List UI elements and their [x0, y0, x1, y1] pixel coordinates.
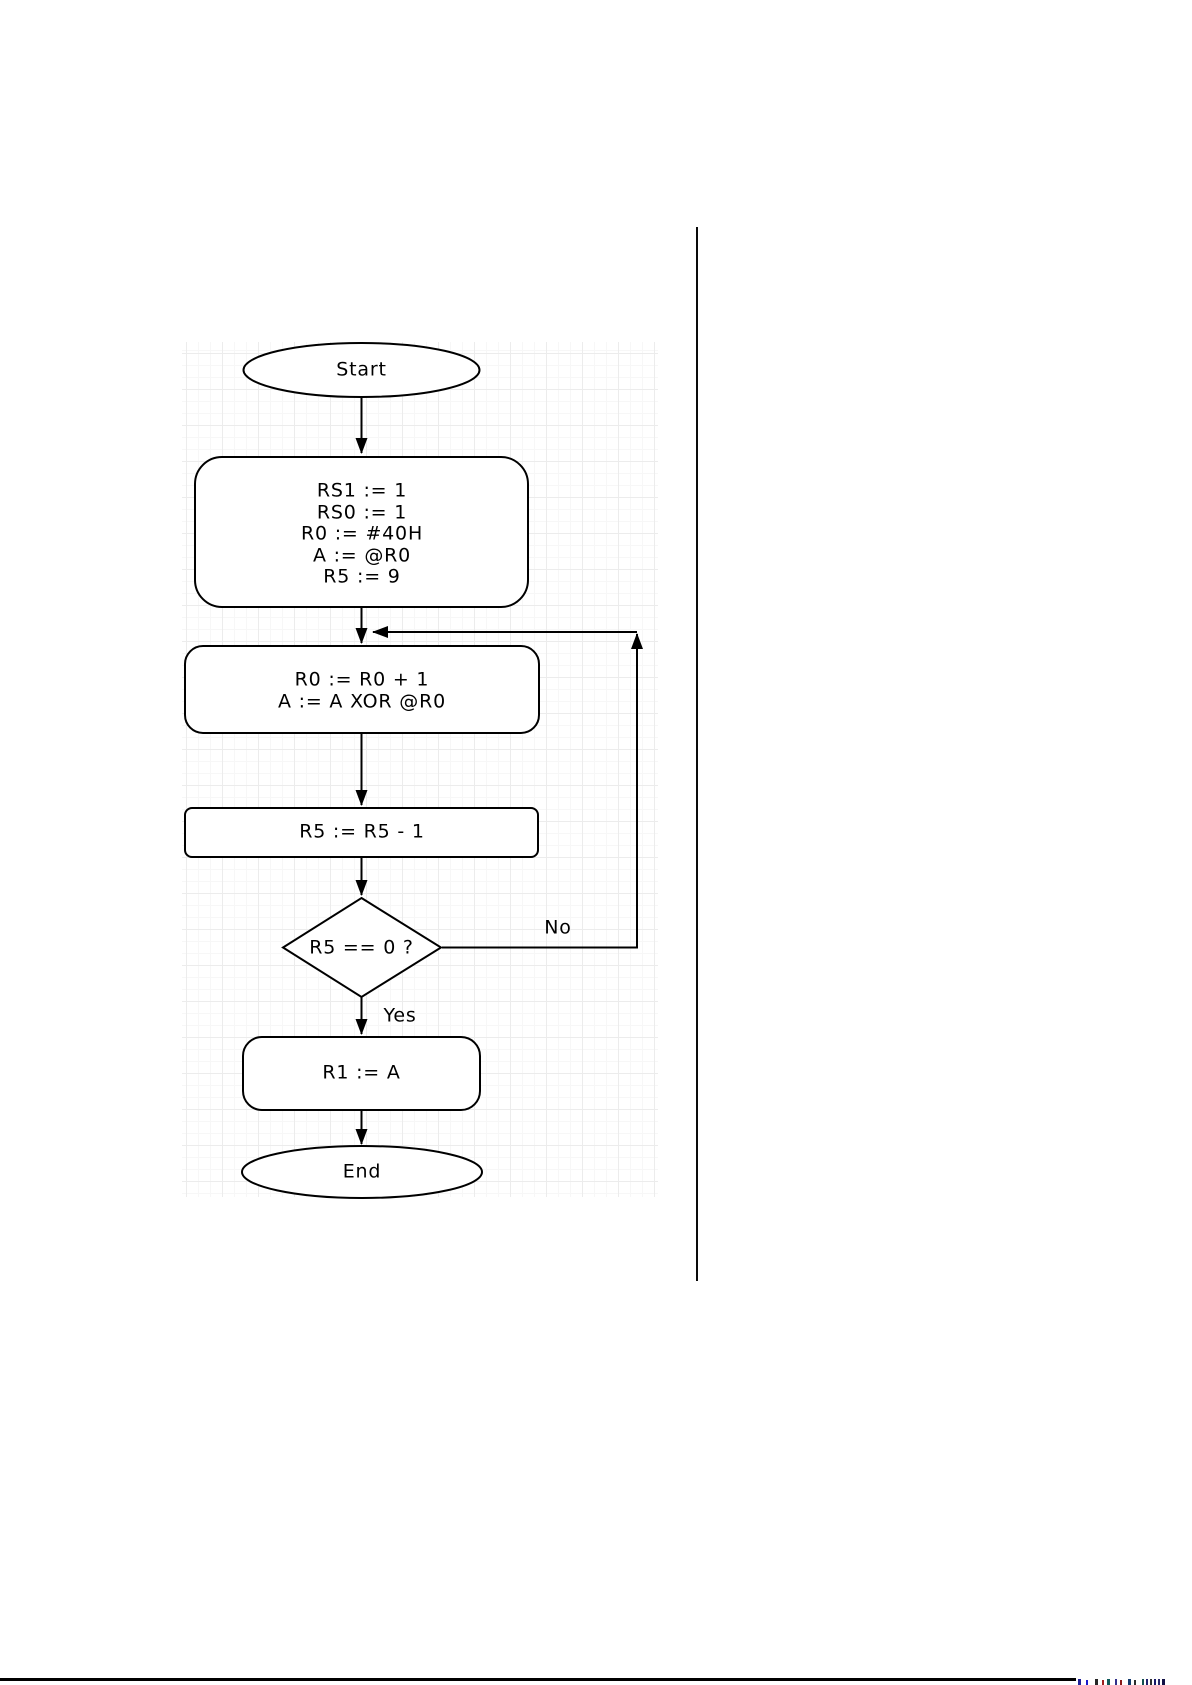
- init-line: R5 := 9: [323, 565, 401, 588]
- loop-body-line: R0 := R0 + 1: [294, 668, 430, 691]
- node-loop-body-process: [184, 645, 540, 734]
- node-end-terminator: [241, 1145, 483, 1199]
- end-label: End: [342, 1160, 382, 1183]
- bottom-rule: [0, 1678, 1076, 1681]
- loop-body-text: R0 := R0 + 1 A := A XOR @R0: [278, 668, 446, 713]
- start-label: Start: [336, 358, 387, 381]
- init-line: RS0 := 1: [316, 500, 408, 523]
- node-init-process: [194, 456, 529, 608]
- node-decision-diamond: [281, 896, 443, 999]
- yes-branch-label: Yes: [383, 1004, 417, 1027]
- init-line: A := @R0: [312, 543, 412, 566]
- edge-no-branch-up: [442, 633, 643, 949]
- footer-pixel-fragments: [1078, 1676, 1192, 1685]
- loop-body-line: A := A XOR @R0: [278, 690, 446, 712]
- no-branch-label: No: [544, 916, 572, 939]
- init-text: RS1 := 1 RS0 := 1 R0 := #40H A := @R0 R5…: [301, 480, 423, 588]
- init-line: R0 := #40H: [300, 522, 424, 545]
- node-start-terminator: [242, 342, 481, 398]
- init-line: RS1 := 1: [316, 479, 408, 502]
- page-divider-line: [696, 227, 698, 1281]
- node-decrement-process: [184, 807, 539, 858]
- store-result-label: R1 := A: [322, 1061, 401, 1084]
- decrement-label: R5 := R5 - 1: [299, 820, 425, 843]
- node-store-result-process: [242, 1036, 481, 1111]
- decision-label: R5 == 0 ?: [309, 935, 414, 958]
